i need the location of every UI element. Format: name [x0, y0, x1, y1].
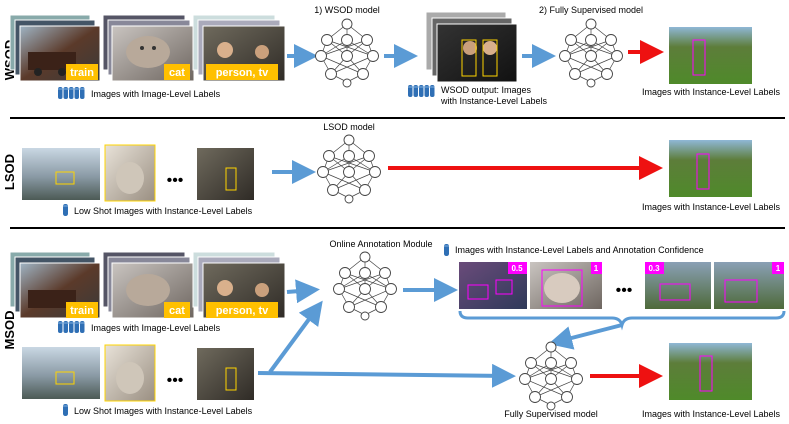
- module-network: [333, 251, 397, 321]
- wsod-output-line1: WSOD output: Images: [441, 85, 532, 95]
- arrow-lowshot-to-fs: [257, 363, 516, 388]
- wsod-output-dataset-icon: [408, 85, 435, 97]
- msod-dataset-icon: [58, 321, 85, 333]
- msod-label-train: [66, 302, 98, 318]
- badge-1: 0.5: [511, 264, 523, 273]
- lsod-result-box: [696, 153, 710, 190]
- lsod-side-label: LSOD: [2, 154, 17, 190]
- arrow-images-to-module: [286, 279, 320, 304]
- lsod-model-network: [317, 134, 381, 204]
- msod-label-person-tv: [206, 302, 278, 318]
- label-train: [66, 64, 98, 80]
- msod-lowshot-image-1: [22, 347, 100, 399]
- badge-2: 1: [594, 264, 599, 273]
- lsod-result-image: [669, 140, 752, 197]
- dataset-icon: [58, 87, 85, 99]
- msod-label-train-text: train: [70, 305, 94, 317]
- wsod-section: WSOD train cat perso: [2, 5, 781, 106]
- msod-fs-network: [519, 341, 583, 411]
- label-person-tv-text: person, tv: [216, 67, 269, 79]
- wsod-model-title: 1) WSOD model: [314, 5, 380, 15]
- fs-model-network: [559, 18, 623, 88]
- lsod-model-title: LSOD model: [323, 122, 375, 132]
- lsod-ellipsis: •••: [167, 172, 184, 189]
- arrow-lowshot-to-module: [268, 300, 323, 374]
- msod-dataset-caption: Images with Image-Level Labels: [91, 323, 221, 333]
- confidence-caption: Images with Instance-Level Labels and An…: [455, 245, 704, 255]
- badge-4: 1: [776, 264, 781, 273]
- wsod-dataset-caption: Images with Image-Level Labels: [91, 89, 221, 99]
- wsod-model-network: [315, 18, 379, 88]
- train-image-stack: [9, 14, 101, 82]
- badge-3: 0.3: [648, 264, 660, 273]
- lsod-dataset-caption: Low Shot Images with Instance-Level Labe…: [74, 206, 253, 216]
- wsod-result-image: [669, 27, 752, 84]
- msod-section: MSOD train cat person, tv Images with Im…: [2, 239, 786, 419]
- label-person-tv: [206, 64, 278, 80]
- wsod-output-stack: [425, 11, 518, 83]
- fs-model-title: 2) Fully Supervised model: [539, 5, 643, 15]
- label-cat-text: cat: [169, 67, 185, 79]
- arrow-annotations-to-fs: [548, 323, 623, 350]
- wsod-result-box: [692, 39, 706, 76]
- msod-label-cat-text: cat: [169, 305, 185, 317]
- label-cat: [164, 64, 190, 80]
- msod-lsod-ellipsis: •••: [167, 372, 184, 389]
- module-title: Online Annotation Module: [329, 239, 432, 249]
- confidence-dataset-icon: [444, 244, 449, 256]
- msod-lowshot-dataset-icon: [63, 404, 68, 416]
- msod-fs-title: Fully Supervised model: [504, 409, 598, 419]
- annotations-ellipsis: •••: [616, 282, 633, 299]
- wsod-output-line2: with Instance-Level Labels: [440, 96, 548, 106]
- label-train-text: train: [70, 67, 94, 79]
- msod-side-label: MSOD: [2, 311, 17, 350]
- msod-result-caption: Images with Instance-Level Labels: [642, 409, 781, 419]
- annotation-brace: [458, 310, 786, 331]
- lsod-section: LSOD ••• Low Shot Images with Instance-L…: [2, 122, 781, 216]
- msod-lowshot-caption: Low Shot Images with Instance-Level Labe…: [74, 406, 253, 416]
- msod-label-person-tv-text: person, tv: [216, 305, 269, 317]
- msod-label-cat: [164, 302, 190, 318]
- wsod-result-caption: Images with Instance-Level Labels: [642, 87, 781, 97]
- msod-person-stack: [192, 251, 286, 319]
- lowshot-image-1: [22, 148, 100, 200]
- msod-result-box: [699, 355, 713, 392]
- lsod-result-caption: Images with Instance-Level Labels: [642, 202, 781, 212]
- lowshot-dataset-icon: [63, 204, 68, 216]
